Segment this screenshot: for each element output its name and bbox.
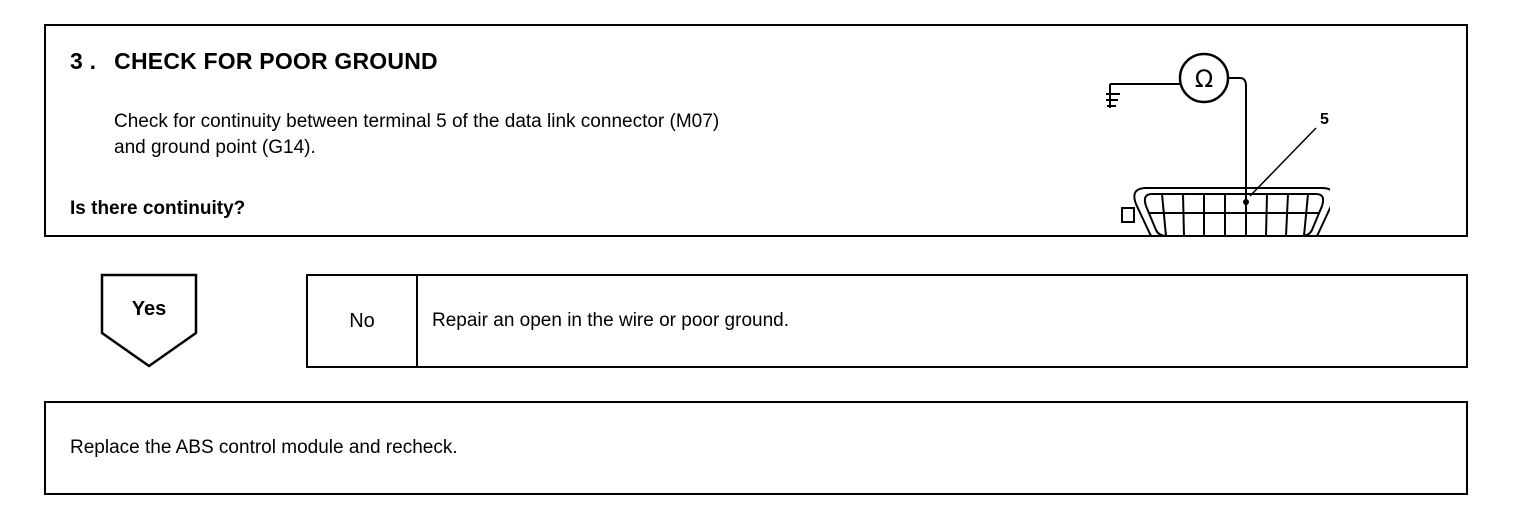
no-action-text: Repair an open in the wire or poor groun… [432,310,790,331]
yes-arrow-icon [100,273,198,368]
yes-label: Yes [131,298,167,320]
no-label: No [308,276,418,366]
step-box: 3 . CHECK FOR POOR GROUND Check for conti… [44,24,1468,237]
data-link-connector-icon [1121,187,1330,236]
result-box: Replace the ABS control module and reche… [44,401,1468,495]
result-text: Replace the ABS control module and reche… [70,437,458,458]
ground-icon [1106,83,1180,108]
instruction-line-2: and ground point (G14). [114,137,316,158]
connector-diagram: Ω 5 [1106,52,1330,236]
ohmmeter-icon: Ω [1178,52,1230,104]
step-title: 3 . CHECK FOR POOR GROUND [70,48,438,75]
terminal-label: 5 [1320,111,1329,128]
step-number: 3 . [70,48,97,74]
ohm-symbol: Ω [1195,65,1213,93]
instruction-line-1: Check for continuity between terminal 5 … [114,111,720,132]
step-title-text: CHECK FOR POOR GROUND [114,48,438,74]
step-instruction: Check for continuity between terminal 5 … [114,109,719,161]
step-question: Is there continuity? [70,198,246,219]
no-branch-box: No Repair an open in the wire or poor gr… [306,274,1468,368]
